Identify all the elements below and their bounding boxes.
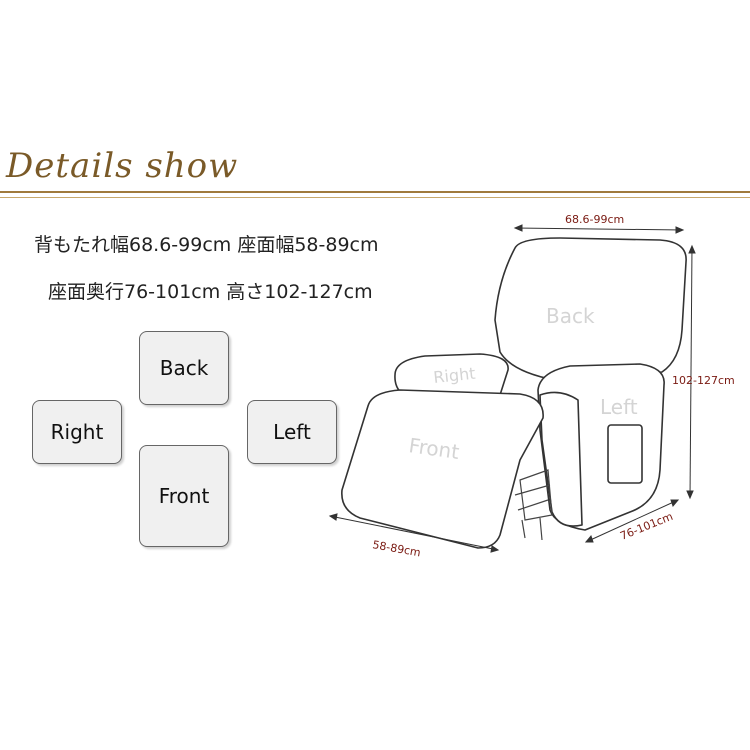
dim-height: 102-127cm xyxy=(672,374,735,387)
dim-back-width: 68.6-99cm xyxy=(565,213,624,226)
dim-seat-width: 58-89cm xyxy=(371,538,421,559)
spec-line-1: 背もたれ幅68.6-99cm 座面幅58-89cm xyxy=(34,234,379,256)
dimension-lines xyxy=(328,224,696,553)
diagram-label-back: Back xyxy=(546,304,595,328)
section-title: Details show xyxy=(6,146,239,186)
title-rule xyxy=(0,191,750,193)
left-arm-panel xyxy=(539,391,583,527)
spec-line-2: 座面奥行76-101cm 高さ102-127cm xyxy=(48,281,373,303)
diagram-label-right: Right xyxy=(432,364,476,387)
recliner-diagram: 68.6-99cm 102-127cm 76-101cm 58-89cm Bac… xyxy=(328,213,735,559)
piece-right: Right xyxy=(32,400,122,464)
diagram-label-left: Left xyxy=(600,395,638,419)
piece-left: Left xyxy=(247,400,337,464)
recliner-mechanism xyxy=(514,469,553,541)
piece-front: Front xyxy=(139,445,229,547)
front-outline xyxy=(341,389,544,549)
title-rule-thin xyxy=(0,197,750,198)
backrest-outline xyxy=(494,237,687,381)
piece-back: Back xyxy=(139,331,229,405)
side-pocket xyxy=(607,424,643,484)
